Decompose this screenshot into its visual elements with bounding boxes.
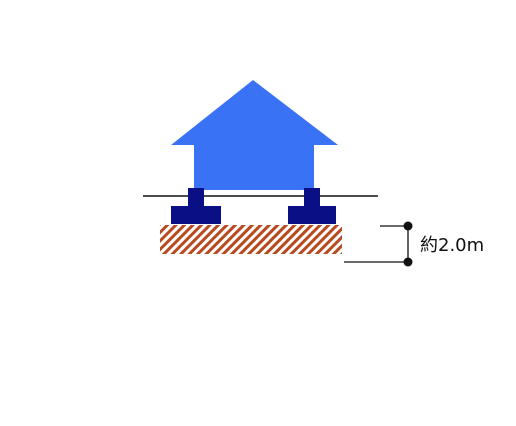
soil-layer bbox=[160, 225, 342, 254]
left-footing-base bbox=[171, 206, 221, 224]
right-footing-post bbox=[304, 188, 320, 206]
dimension-bottom-dot bbox=[403, 257, 413, 267]
left-footing-post bbox=[188, 188, 204, 206]
right-footing-base bbox=[288, 206, 336, 224]
house-body bbox=[171, 80, 338, 190]
dimension-top-dot bbox=[403, 221, 413, 231]
dimension-label: 約2.0m bbox=[420, 235, 484, 256]
